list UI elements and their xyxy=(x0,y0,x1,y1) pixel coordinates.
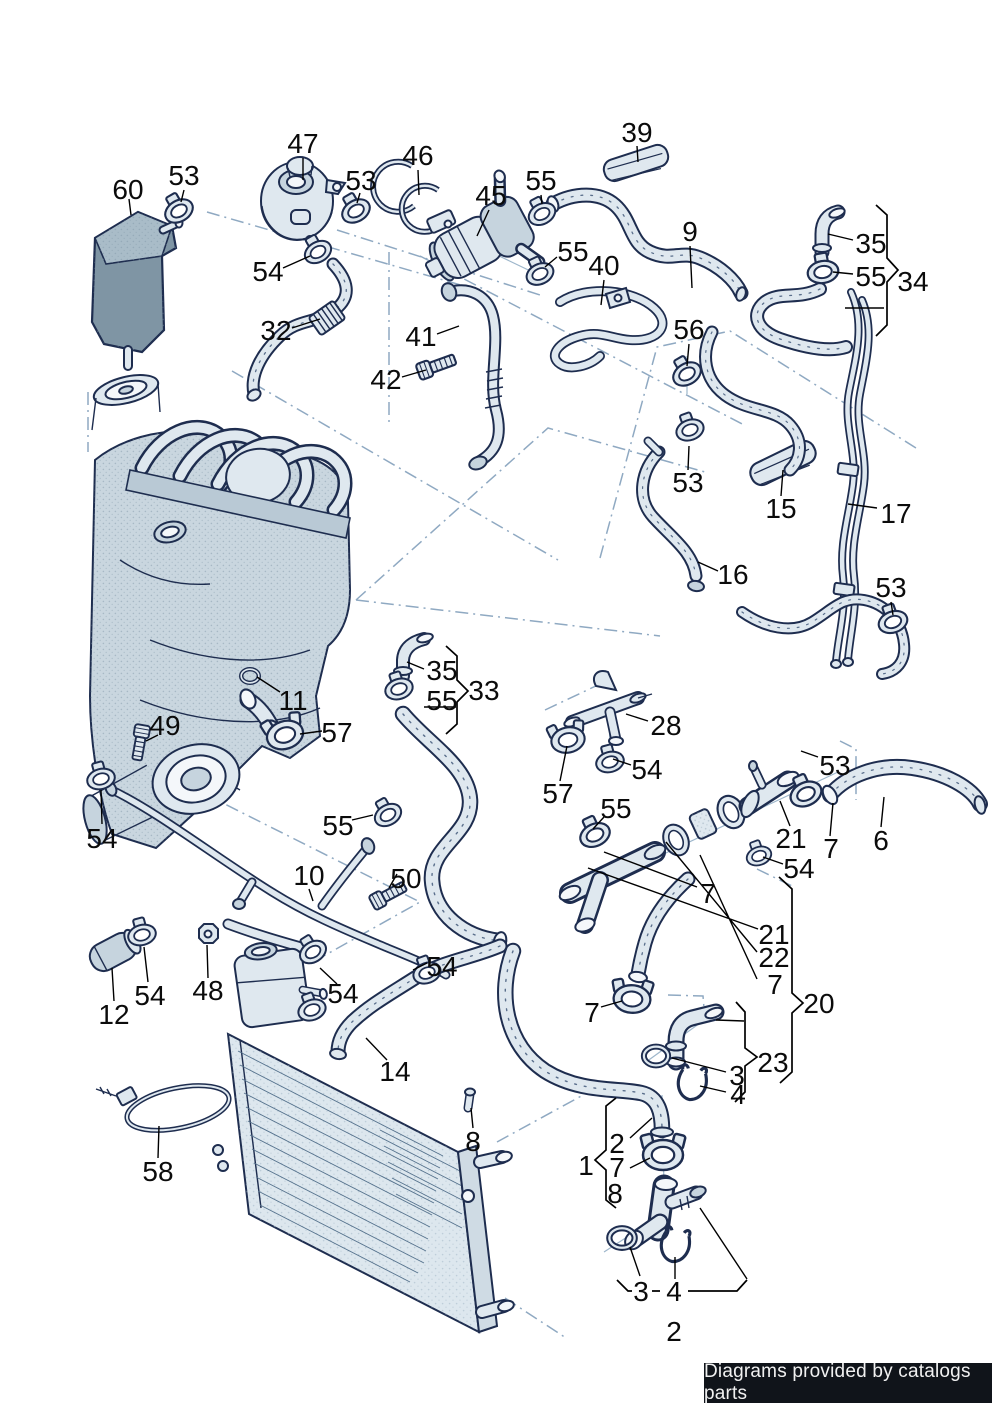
part-label-54: 54 xyxy=(783,853,815,884)
cable-tie xyxy=(95,1083,232,1133)
part-label-14: 14 xyxy=(379,1056,411,1087)
part-label-4: 4 xyxy=(730,1079,746,1110)
part-label-33: 33 xyxy=(468,675,500,706)
part-label-53: 53 xyxy=(345,165,377,196)
part-label-45: 45 xyxy=(475,180,507,211)
part-label-11: 11 xyxy=(278,685,308,716)
part-label-41: 41 xyxy=(405,321,437,352)
part-label-7: 7 xyxy=(767,969,783,1000)
part-label-9: 9 xyxy=(682,216,698,247)
sleeve-39 xyxy=(600,141,673,187)
overflow-tank xyxy=(233,941,328,1029)
group-brackets xyxy=(445,204,900,1292)
part-label-56: 56 xyxy=(673,314,705,345)
part-label-22: 22 xyxy=(758,942,790,973)
part-label-28: 28 xyxy=(650,710,682,741)
part-label-53: 53 xyxy=(819,750,851,781)
part-label-8: 8 xyxy=(607,1178,623,1209)
part-label-2: 2 xyxy=(666,1316,682,1347)
part-label-32: 32 xyxy=(260,315,292,346)
part-label-7: 7 xyxy=(823,833,839,864)
part-label-57: 57 xyxy=(321,717,353,748)
part-label-53: 53 xyxy=(672,467,704,498)
part-label-54: 54 xyxy=(252,256,284,287)
part-label-57: 57 xyxy=(542,778,574,809)
part-label-54: 54 xyxy=(86,823,118,854)
part-label-21: 21 xyxy=(775,823,807,854)
leader-lines xyxy=(100,145,894,1280)
part-label-54: 54 xyxy=(134,980,166,1011)
part-label-54: 54 xyxy=(426,951,458,982)
part-label-15: 15 xyxy=(765,493,797,524)
part-label-7: 7 xyxy=(609,1152,625,1183)
part-label-17: 17 xyxy=(880,498,912,529)
part-label-54: 54 xyxy=(327,978,359,1009)
part-label-47: 47 xyxy=(287,128,319,159)
pump-bracket xyxy=(370,158,457,235)
part-label-55: 55 xyxy=(322,810,354,841)
part-label-39: 39 xyxy=(621,117,653,148)
part-label-7: 7 xyxy=(584,997,600,1028)
part-label-23: 23 xyxy=(757,1047,789,1078)
part-label-12: 12 xyxy=(98,999,130,1030)
part-label-1: 1 xyxy=(578,1150,594,1181)
part-label-53: 53 xyxy=(168,160,200,191)
part-label-40: 40 xyxy=(588,250,620,281)
part-label-55: 55 xyxy=(525,165,557,196)
part-label-20: 20 xyxy=(803,988,835,1019)
part-label-4: 4 xyxy=(666,1276,682,1307)
expansion-tank xyxy=(260,156,347,259)
part-label-34: 34 xyxy=(897,266,929,297)
part-label-53: 53 xyxy=(875,572,907,603)
part-label-58: 58 xyxy=(142,1156,174,1187)
part-label-50: 50 xyxy=(390,863,422,894)
part-label-55: 55 xyxy=(855,261,887,292)
part-label-55: 55 xyxy=(426,685,458,716)
auxiliary-coolant-pump xyxy=(424,169,546,282)
coolant-reservoir xyxy=(90,210,184,371)
footer-text: Diagrams provided by catalogs parts xyxy=(704,1361,971,1403)
part-label-16: 16 xyxy=(717,559,749,590)
part-label-7: 7 xyxy=(700,878,716,909)
part-label-54: 54 xyxy=(631,754,663,785)
part-label-21: 21 xyxy=(758,919,790,950)
part-label-49: 49 xyxy=(149,710,181,741)
nut-48 xyxy=(198,923,219,944)
part-label-2: 2 xyxy=(609,1128,625,1159)
part-label-3: 3 xyxy=(633,1276,649,1307)
sleeve-15 xyxy=(745,436,822,492)
part-label-3: 3 xyxy=(729,1060,745,1091)
part-label-46: 46 xyxy=(402,140,434,171)
part-label-35: 35 xyxy=(426,655,458,686)
part-label-10: 10 xyxy=(293,860,325,891)
part-label-55: 55 xyxy=(557,236,589,267)
part-label-35: 35 xyxy=(855,228,887,259)
part-label-8: 8 xyxy=(465,1126,481,1157)
footer-bar: Diagrams provided by catalogs parts xyxy=(704,1361,992,1403)
radiator xyxy=(212,1032,515,1334)
part-label-60: 60 xyxy=(112,174,144,205)
part-label-6: 6 xyxy=(873,825,889,856)
part-label-42: 42 xyxy=(370,364,402,395)
part-label-48: 48 xyxy=(192,975,224,1006)
part-label-55: 55 xyxy=(600,793,632,824)
